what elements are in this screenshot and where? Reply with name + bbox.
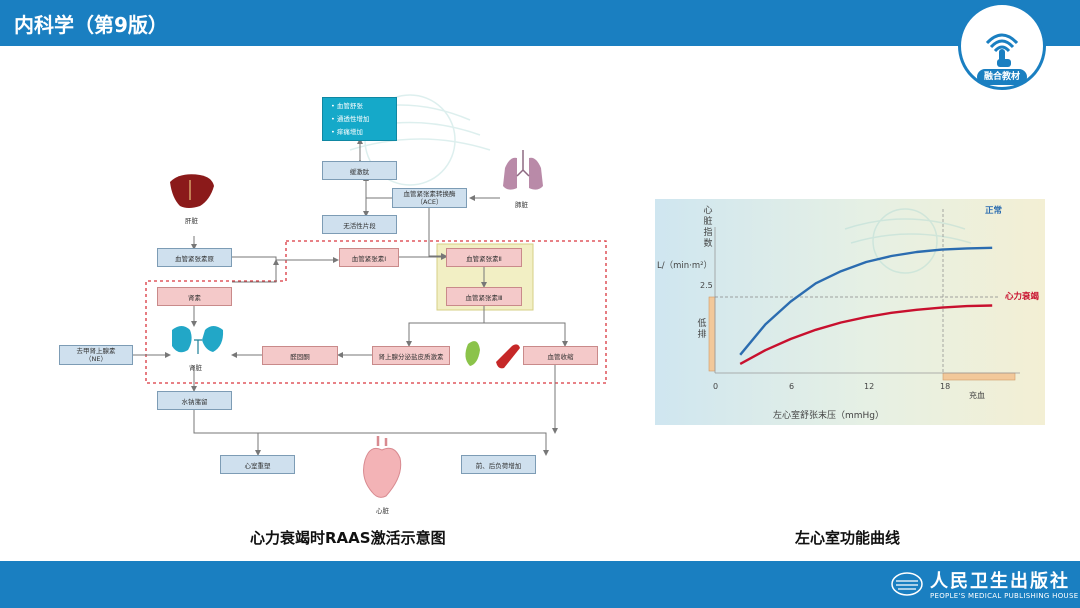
series-label-normal: 正常 [985,205,1002,216]
y-axis-unit: L/（min·m²） [657,260,712,271]
page-title: 内科学（第9版） [14,13,168,37]
congestion-band [942,372,1016,381]
ventricular-remodeling-box: 心室重塑 [220,455,295,474]
hand-touch-icon [985,33,1019,67]
effect-vasodilation: • 血管舒张 [331,101,363,110]
angiotensin-1-box: 血管紧张素Ⅰ [339,248,399,267]
title-bar: 内科学（第9版） [0,0,1080,46]
diagram-caption: 心力衰竭时RAAS激活示意图 [250,529,446,547]
norepinephrine-box: 去甲肾上腺素 （NE） [59,345,133,365]
effect-permeability: • 通透性增加 [331,114,370,123]
ace-box: 血管紧张素转换酶 （ACE） [392,188,467,208]
effects-box: • 血管舒张 • 通透性增加 • 痒痛增加 [322,97,397,141]
x-tick-0: 0 [713,382,718,391]
lung-icon [503,150,543,190]
angiotensin-2-box: 血管紧张素Ⅱ [446,248,522,267]
y-axis-label-vertical: 心脏指数 [703,206,713,249]
aldosterone-box: 醛固酮 [262,346,338,365]
y-tick-label: 2.5 [700,281,713,290]
publisher-logo-icon [891,572,923,596]
heart-icon [363,436,402,498]
angiotensin-3-box: 血管紧张素Ⅲ [446,287,522,306]
fusion-textbook-badge[interactable]: 融合教材 [958,2,1046,90]
bradykinin-box: 缓激肽 [322,161,397,180]
vasoconstriction-box: 血管收缩 [523,346,598,365]
kidney-icon [172,326,224,354]
chart-panel [655,199,1045,425]
x-tick-12: 12 [864,382,874,391]
raas-activation-outline [145,240,607,384]
badge-label: 融合教材 [977,69,1027,85]
liver-icon [170,174,214,208]
lung-label: 肺脏 [515,201,528,209]
effect-pain: • 痒痛增加 [331,127,363,136]
x-tick-18: 18 [940,382,950,391]
ventricular-function-chart: 2.5 0 6 12 18 L/（min·m²） 左心室舒张末压（mmHg） 充… [657,205,1040,421]
adrenal-gland-icon [465,341,480,366]
inactive-fragment-box: 无活性片段 [322,215,397,234]
x-axis-label: 左心室舒张末压（mmHg） [773,409,884,421]
publisher-name-en: PEOPLE'S MEDICAL PUBLISHING HOUSE [930,592,1079,600]
mineralocorticoid-box: 肾上腺分泌盐皮质激素 [372,346,450,365]
renin-box: 肾素 [157,287,232,306]
sodium-water-retention-box: 水钠潴留 [157,391,232,410]
kidney-label: 肾脏 [189,364,202,372]
liver-label: 肝脏 [185,217,198,225]
low-output-band [708,296,716,372]
x-tick-6: 6 [789,382,794,391]
chart-caption: 左心室功能曲线 [795,529,901,547]
heart-failure-curve [739,304,993,365]
blood-vessel-icon [496,344,520,369]
load-increase-box: 前、后负荷增加 [461,455,536,474]
series-label-heart-failure: 心力衰竭 [1005,291,1040,302]
congestion-label: 充血 [969,390,985,400]
publisher-name-cn: 人民卫生出版社 [930,571,1070,592]
footer-bar: 人民卫生出版社 PEOPLE'S MEDICAL PUBLISHING HOUS… [0,561,1080,608]
normal-curve [739,246,993,356]
chart-watermark [844,208,972,274]
angiotensinogen-box: 血管紧张素原 [157,248,232,267]
heart-label: 心脏 [376,507,389,515]
low-output-label: 低排 [697,319,707,340]
